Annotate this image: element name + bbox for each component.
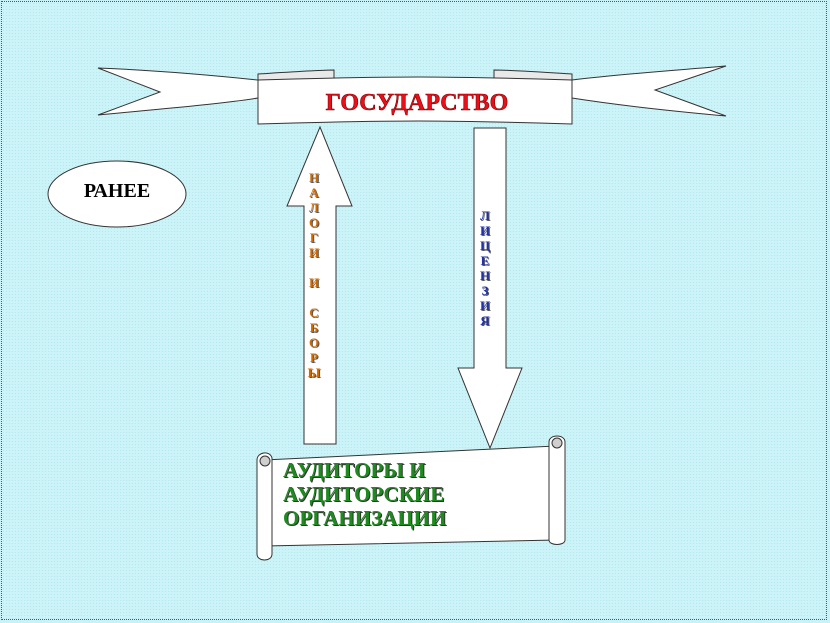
license-arrow-letter: Ц: [479, 238, 491, 253]
scroll-right-roll: [548, 435, 566, 545]
license-arrow-letter: Н: [479, 268, 491, 283]
license-arrow-letter: И: [479, 298, 491, 313]
period-label: РАНЕЕ: [84, 180, 150, 202]
auditors-text: АУДИТОРЫ И АУДИТОРСКИЕ ОРГАНИЗАЦИИ: [283, 458, 543, 530]
taxes-arrow-letter: О: [308, 335, 320, 350]
taxes-arrow-letter: Б: [309, 320, 319, 335]
auditors-scroll: [256, 435, 566, 561]
taxes-arrow-letter: С: [309, 305, 319, 320]
auditors-line-1: АУДИТОРЫ И: [283, 458, 426, 482]
taxes-arrow-letter: Ы: [307, 365, 321, 380]
scroll-right-curl: [551, 437, 563, 449]
taxes-arrow-letter: А: [309, 185, 319, 200]
period-oval: РАНЕЕ: [47, 160, 187, 228]
taxes-up-arrow: [286, 125, 353, 445]
taxes-arrow-letter: Л: [309, 200, 319, 215]
scroll-left-curl: [259, 455, 271, 467]
auditors-line-3: ОРГАНИЗАЦИИ: [283, 506, 447, 530]
license-arrow-letter: И: [479, 223, 491, 238]
taxes-arrow-letter: И: [308, 275, 320, 290]
ribbon-left-tail: [97, 67, 259, 116]
taxes-arrow-letter: И: [308, 245, 320, 260]
state-ribbon: ГОСУДАРСТВО: [97, 65, 727, 125]
ribbon-right-tail: [571, 65, 727, 117]
ribbon-left-fold: [257, 69, 335, 81]
license-arrow-letter: Е: [480, 253, 490, 268]
license-down-arrow: [457, 127, 523, 450]
license-arrow-letter: Я: [480, 313, 490, 328]
taxes-arrow-letter: О: [308, 215, 320, 230]
period-ellipse: [47, 160, 187, 228]
scroll-left-roll: [256, 452, 273, 561]
state-title: ГОСУДАРСТВО: [326, 90, 509, 116]
taxes-arrow-letter: Н: [308, 170, 320, 185]
taxes-arrow-letter: Р: [310, 350, 318, 365]
license-arrow-letter: Л: [480, 208, 490, 223]
ribbon-right-fold: [493, 69, 573, 81]
license-arrow-letter: З: [481, 283, 489, 298]
auditors-line-2: АУДИТОРСКИЕ: [283, 482, 445, 506]
taxes-arrow-letter: Г: [309, 230, 319, 245]
ribbon-center: [257, 76, 573, 125]
